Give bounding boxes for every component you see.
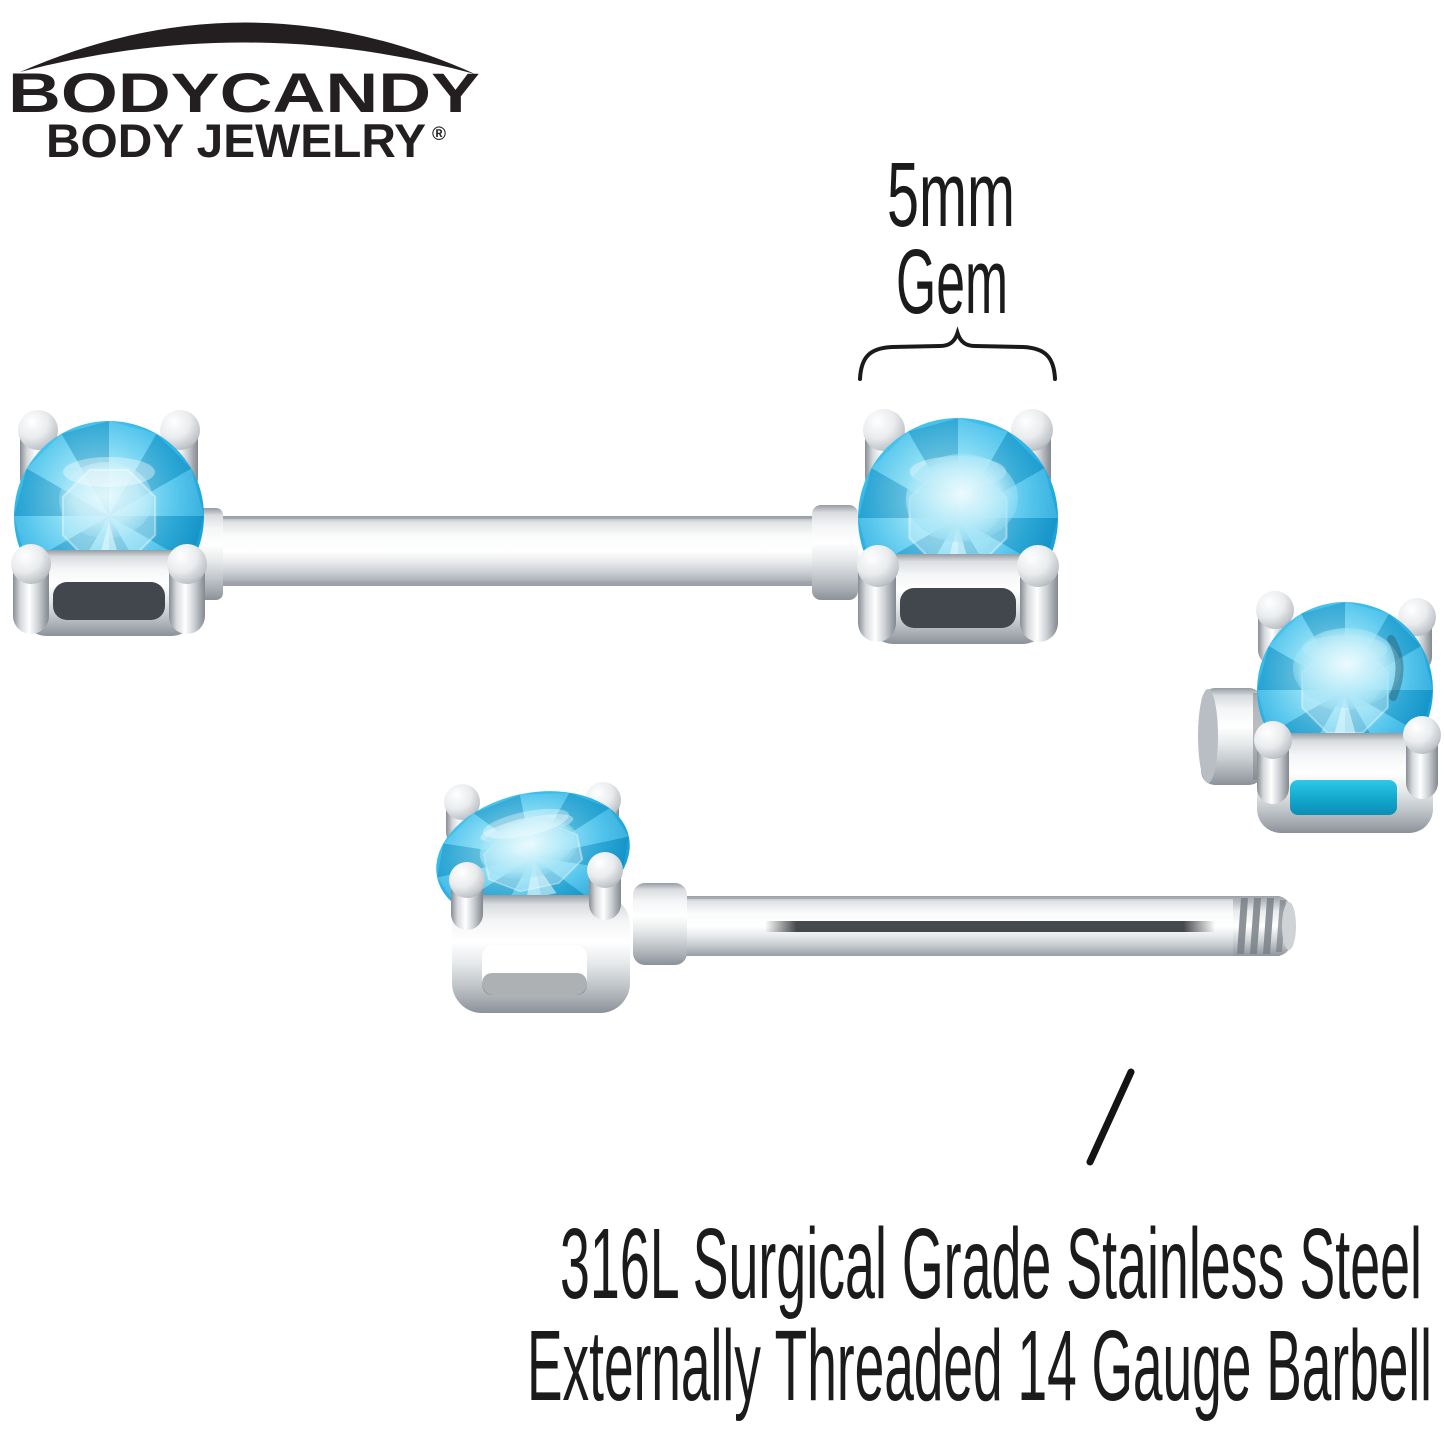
shaft-bottom-edge [213, 581, 860, 585]
right-gem-setting [857, 409, 1059, 644]
material-caption: 316L Surgical Grade Stainless Steel Exte… [527, 1208, 1432, 1422]
left-gem-setting [11, 410, 207, 636]
post-collar [633, 883, 687, 965]
right-collar [812, 505, 858, 600]
gem-end-illustration [1198, 591, 1441, 833]
shaft-top-edge [213, 516, 860, 519]
brand-tagline: BODY JEWELRY [46, 114, 426, 167]
gem-word-label: Gem [896, 231, 1008, 333]
pointer-line [1086, 1068, 1135, 1166]
gem-size-label: 5mm [887, 144, 1015, 246]
gem-size-annotation: 5mm Gem [858, 144, 1057, 381]
registered-trademark-icon: ® [432, 124, 446, 145]
aqua-gem [424, 774, 642, 940]
caption-line-2: Externally Threaded 14 Gauge Barbell [527, 1310, 1432, 1422]
barbell-post-illustration [424, 774, 1296, 1013]
brand-name: BODYCANDY [8, 61, 480, 124]
assembled-barbell-illustration [11, 409, 1059, 644]
curly-brace-icon [858, 326, 1057, 381]
threaded-end [1233, 896, 1296, 956]
brand-logo: BODYCANDY BODY JEWELRY ® [8, 22, 480, 167]
logo-swoosh-icon [20, 22, 475, 74]
barbell-shaft [213, 516, 860, 586]
caption-line-1: 316L Surgical Grade Stainless Steel [560, 1208, 1422, 1320]
